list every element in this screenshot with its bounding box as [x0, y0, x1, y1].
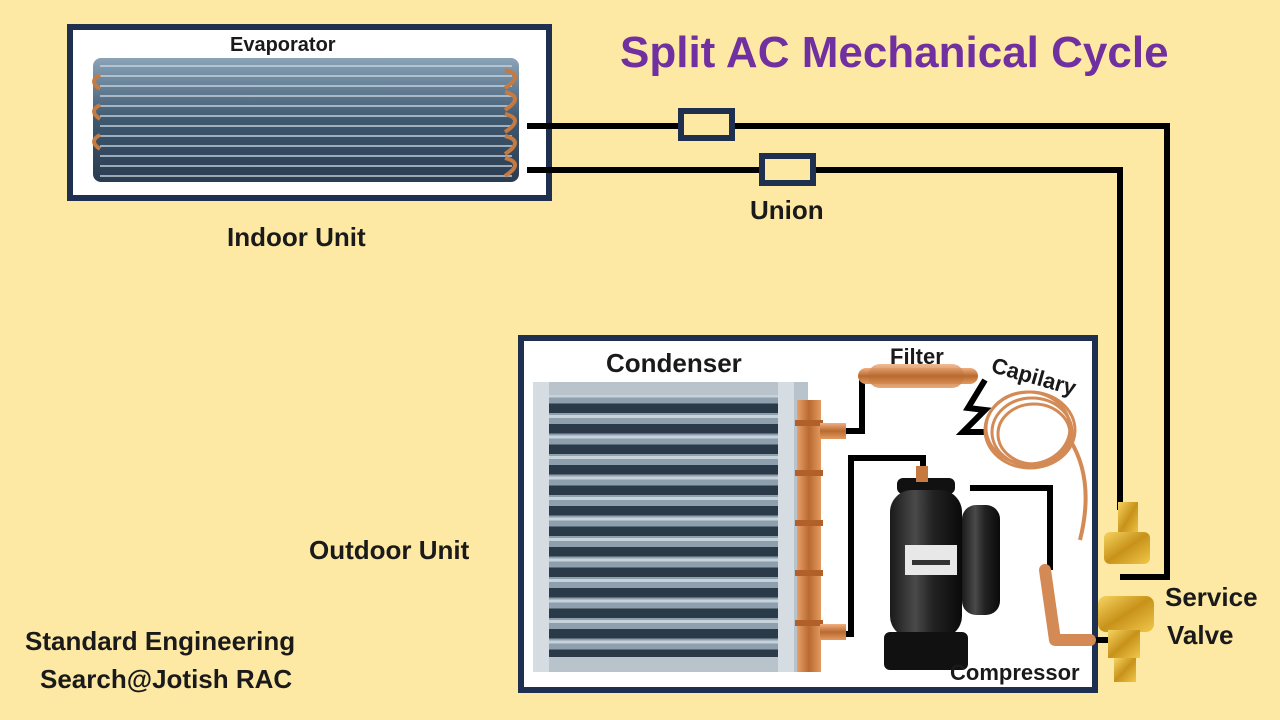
compressor-label: Compressor [950, 660, 1080, 686]
diagram-title: Split AC Mechanical Cycle [620, 28, 1169, 78]
union-label: Union [750, 195, 824, 226]
service-valve-label-line2: Valve [1167, 620, 1234, 651]
condenser-coil [533, 382, 846, 672]
union-fitting-lower [762, 156, 813, 183]
service-valve-label-line1: Service [1165, 582, 1258, 613]
condenser-label: Condenser [606, 348, 742, 379]
union-fitting-upper [681, 111, 732, 138]
filter-label: Filter [890, 344, 944, 370]
service-valve-upper [1104, 502, 1150, 564]
credit-line-1: Standard Engineering [25, 626, 295, 657]
evaporator-coil [93, 58, 519, 182]
credit-line-2: Search@Jotish RAC [40, 664, 292, 695]
outdoor-unit-label: Outdoor Unit [309, 535, 469, 566]
indoor-unit-label: Indoor Unit [227, 222, 366, 253]
evaporator-label: Evaporator [230, 34, 336, 57]
